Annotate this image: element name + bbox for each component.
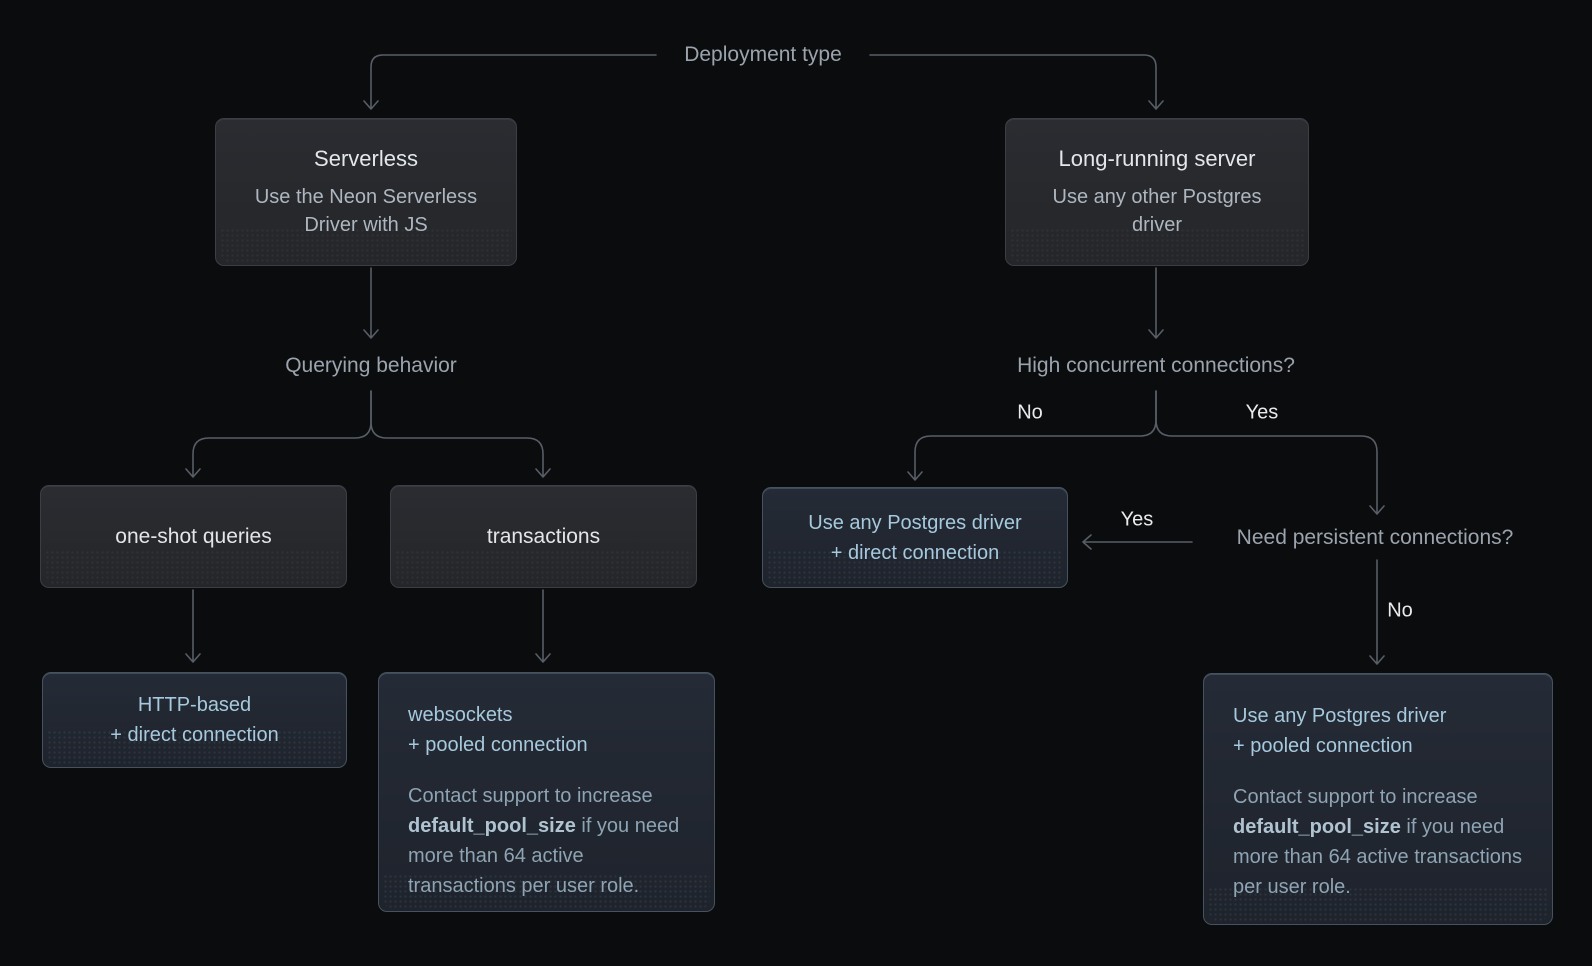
arrow-querying-to-transactions — [370, 390, 551, 478]
need-persistent-label: Need persistent connections? — [1236, 526, 1514, 549]
transactions-label: transactions — [486, 524, 601, 548]
arrow-persistent-yes — [1082, 534, 1193, 550]
branch-no-label: No — [1017, 401, 1043, 424]
serverless-subtitle: Use the Neon Serverless Driver with JS — [254, 186, 478, 236]
oneshot-box: one-shot queries — [40, 485, 347, 588]
direct-line2: + direct connection — [830, 541, 1000, 564]
note-bold: default_pool_size — [408, 815, 576, 837]
arrow-highconcurrent-no — [907, 390, 1157, 481]
querying-behavior-label: Querying behavior — [285, 354, 457, 377]
arrow-root-to-serverless — [363, 54, 657, 110]
pooled-result-box: Use any Postgres driver + pooled connect… — [1203, 673, 1553, 925]
arrow-querying-to-oneshot — [185, 390, 372, 478]
websockets-line1: websockets — [408, 704, 513, 726]
note-pre: Contact support to increase — [408, 785, 653, 807]
persistent-yes-label: Yes — [1120, 508, 1154, 531]
longrunning-subtitle: Use any other Postgres driver — [1052, 186, 1262, 236]
arrow-highconcurrent-yes — [1155, 390, 1385, 515]
pooled-line2: + pooled connection — [1233, 735, 1413, 757]
http-result-box: HTTP-based + direct connection — [42, 672, 347, 768]
branch-yes-label: Yes — [1245, 401, 1279, 424]
longrunning-box: Long-running server Use any other Postgr… — [1005, 118, 1309, 266]
http-line2: + direct connection — [110, 724, 279, 746]
pooled-note: Contact support to increase default_pool… — [1233, 782, 1526, 902]
arrow-serverless-to-querying — [363, 267, 379, 339]
high-concurrent-label: High concurrent connections? — [1017, 354, 1295, 377]
root-label: Deployment type — [684, 43, 842, 66]
direct-line1: Use any Postgres driver — [808, 511, 1022, 534]
arrow-persistent-no — [1369, 559, 1385, 665]
websockets-result-box: websockets + pooled connection Contact s… — [378, 672, 715, 912]
longrunning-title: Long-running server — [1058, 146, 1256, 171]
note-post: if you need more than 64 active transact… — [1233, 816, 1523, 898]
note-bold: default_pool_size — [1233, 816, 1401, 838]
transactions-box: transactions — [390, 485, 697, 588]
arrow-longrunning-to-highconcurrent — [1148, 267, 1164, 339]
pooled-line1: Use any Postgres driver — [1233, 705, 1447, 727]
websockets-note: Contact support to increase default_pool… — [408, 781, 688, 901]
serverless-title: Serverless — [314, 146, 418, 171]
note-post: if you need more than 64 active transact… — [408, 815, 680, 897]
arrow-transactions-to-websockets — [535, 589, 551, 663]
http-line1: HTTP-based — [137, 694, 252, 716]
arrow-root-to-longrunning — [869, 54, 1164, 110]
arrow-oneshot-to-http — [185, 589, 201, 663]
persistent-no-label: No — [1387, 599, 1413, 622]
oneshot-label: one-shot queries — [115, 524, 272, 548]
serverless-box: Serverless Use the Neon Serverless Drive… — [215, 118, 517, 266]
direct-connection-box: Use any Postgres driver + direct connect… — [762, 487, 1068, 588]
note-pre: Contact support to increase — [1233, 786, 1478, 808]
websockets-line2: + pooled connection — [408, 734, 588, 756]
